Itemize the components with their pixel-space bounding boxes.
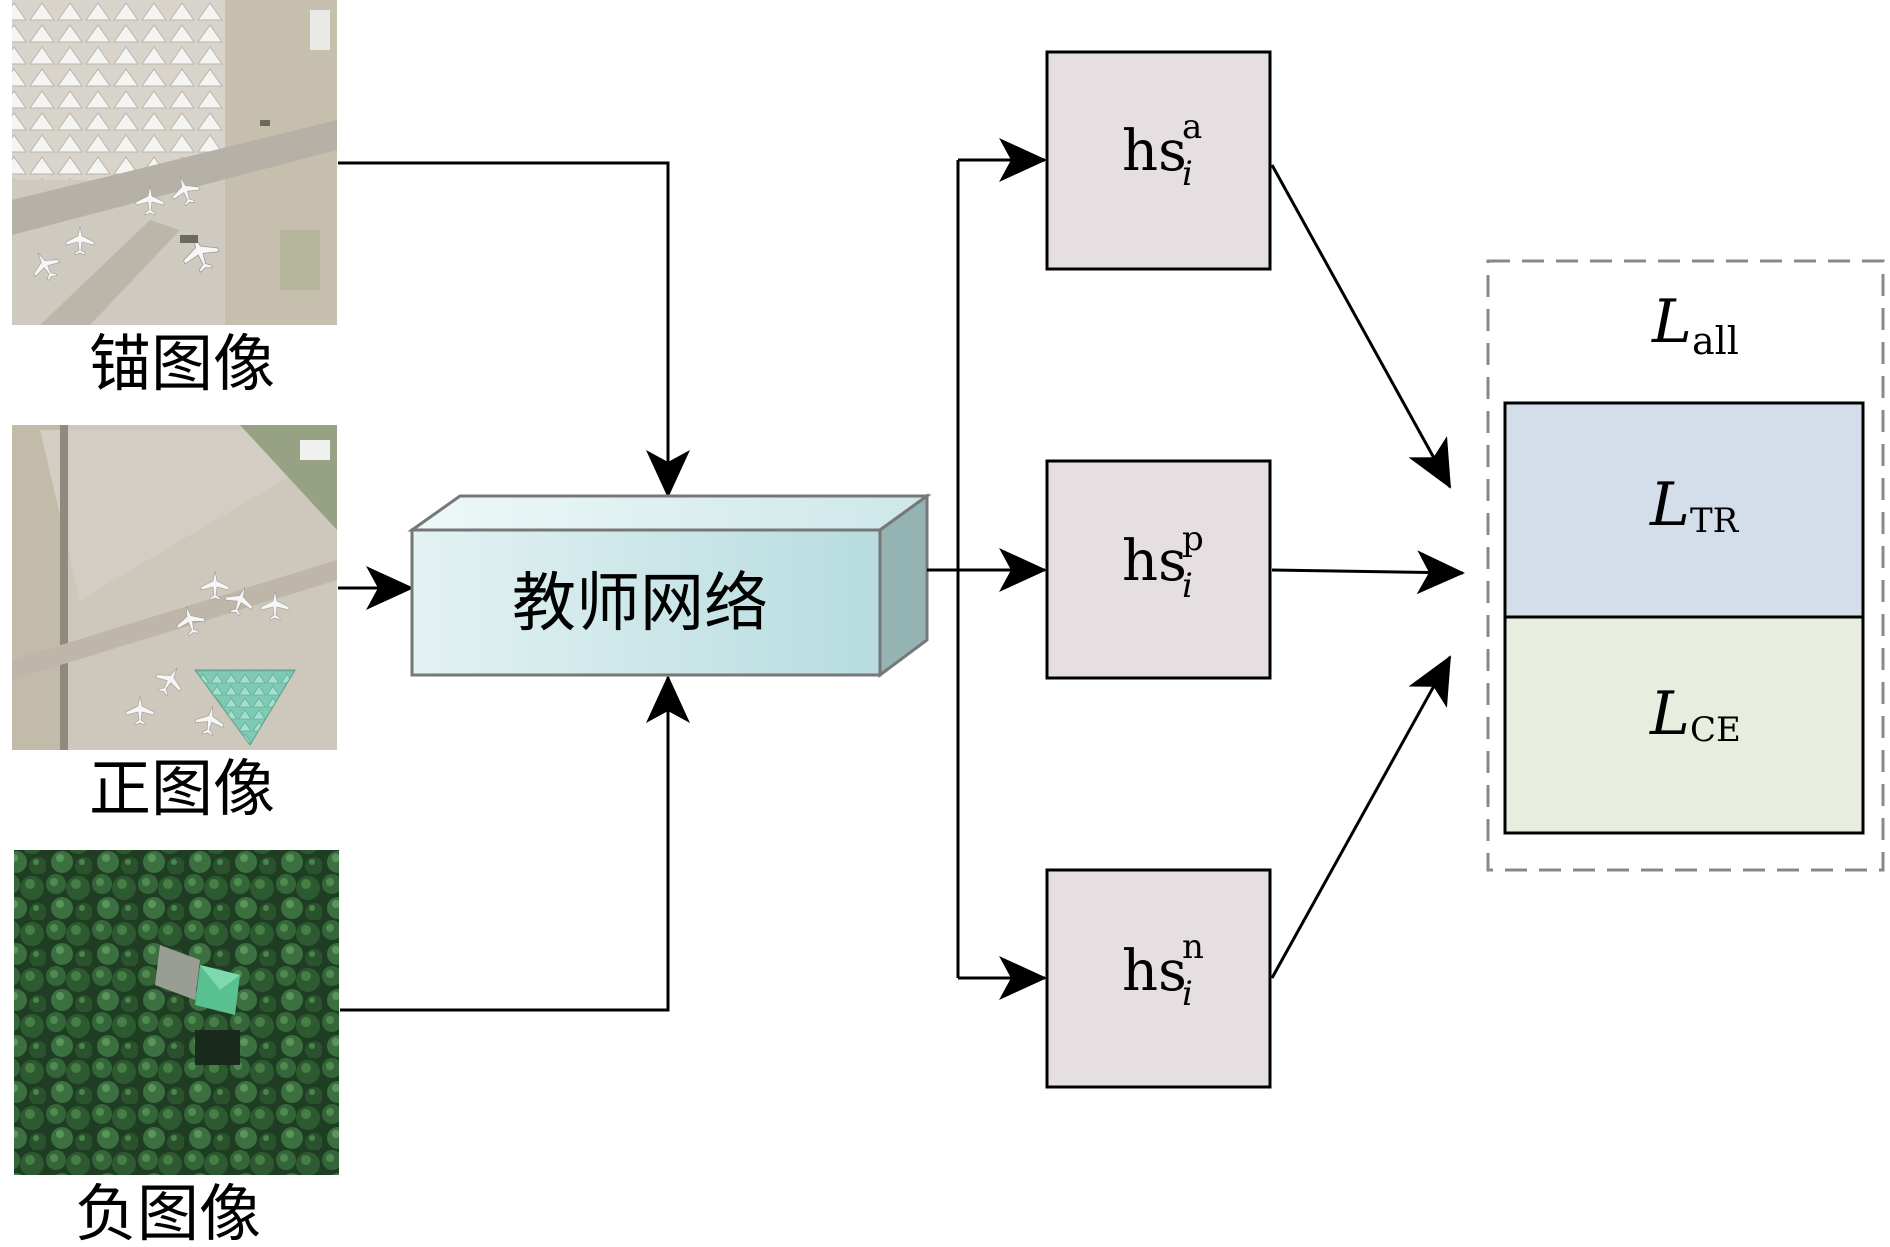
anchor-image-caption: 锚图像	[89, 327, 275, 400]
svg-text:hs: hs	[1122, 939, 1187, 1004]
hs-a-to-loss-arrow	[1270, 164, 1452, 489]
hs-a-sub: i	[1182, 154, 1193, 194]
hs-p-base: hs	[1122, 529, 1187, 594]
loss-tr-box: L TR	[1503, 401, 1865, 619]
teacher-network-label: 教师网络	[512, 567, 768, 641]
teacher-network	[407, 493, 932, 678]
svg-text:L: L	[1649, 470, 1690, 540]
anchor-image	[12, 0, 337, 325]
negative-to-network-arrow	[340, 675, 690, 1012]
svg-text:hs: hs	[1122, 119, 1187, 184]
hidden-state-a: hs a i	[1045, 50, 1272, 271]
hs-a-base: hs	[1122, 119, 1187, 184]
svg-text:TR: TR	[1690, 501, 1740, 541]
svg-text:CE: CE	[1690, 710, 1741, 750]
anchor-to-network-arrow	[338, 161, 690, 498]
svg-text:n: n	[1182, 927, 1204, 967]
loss-total-base: L	[1651, 287, 1692, 357]
hidden-state-n: hs n i	[1045, 868, 1272, 1089]
hs-p-sup: p	[1182, 519, 1204, 559]
svg-text:hs: hs	[1122, 529, 1187, 594]
loss-ce-base: L	[1649, 679, 1690, 749]
negative-image	[14, 850, 339, 1175]
loss-ce-sub: CE	[1690, 710, 1741, 750]
hs-n-sub: i	[1182, 974, 1193, 1014]
svg-text:all: all	[1692, 319, 1739, 363]
loss-group-border	[1486, 259, 1885, 872]
positive-image	[12, 425, 337, 750]
svg-text:i: i	[1182, 154, 1193, 194]
svg-text:L: L	[1651, 287, 1692, 357]
loss-tr-base: L	[1649, 470, 1690, 540]
hs-p-sub: i	[1182, 566, 1193, 606]
svg-text:i: i	[1182, 974, 1193, 1014]
hs-n-to-loss-arrow	[1270, 655, 1452, 979]
negative-image-caption: 负图像	[75, 1177, 261, 1243]
svg-text:p: p	[1182, 519, 1204, 559]
hidden-state-p: hs p i	[1045, 459, 1272, 680]
loss-total-sub: all	[1692, 319, 1739, 363]
loss-tr-sub: TR	[1690, 501, 1740, 541]
svg-text:a: a	[1182, 107, 1202, 147]
loss-total-label: L all	[1651, 287, 1739, 363]
positive-image-caption: 正图像	[89, 752, 275, 825]
hs-p-to-loss-arrow	[1271, 550, 1465, 595]
hs-a-sup: a	[1182, 107, 1202, 147]
svg-text:i: i	[1182, 566, 1193, 606]
hs-n-base: hs	[1122, 939, 1187, 1004]
loss-ce-box: L CE	[1503, 615, 1865, 835]
hs-n-sup: n	[1182, 927, 1204, 967]
svg-text:L: L	[1649, 679, 1690, 749]
